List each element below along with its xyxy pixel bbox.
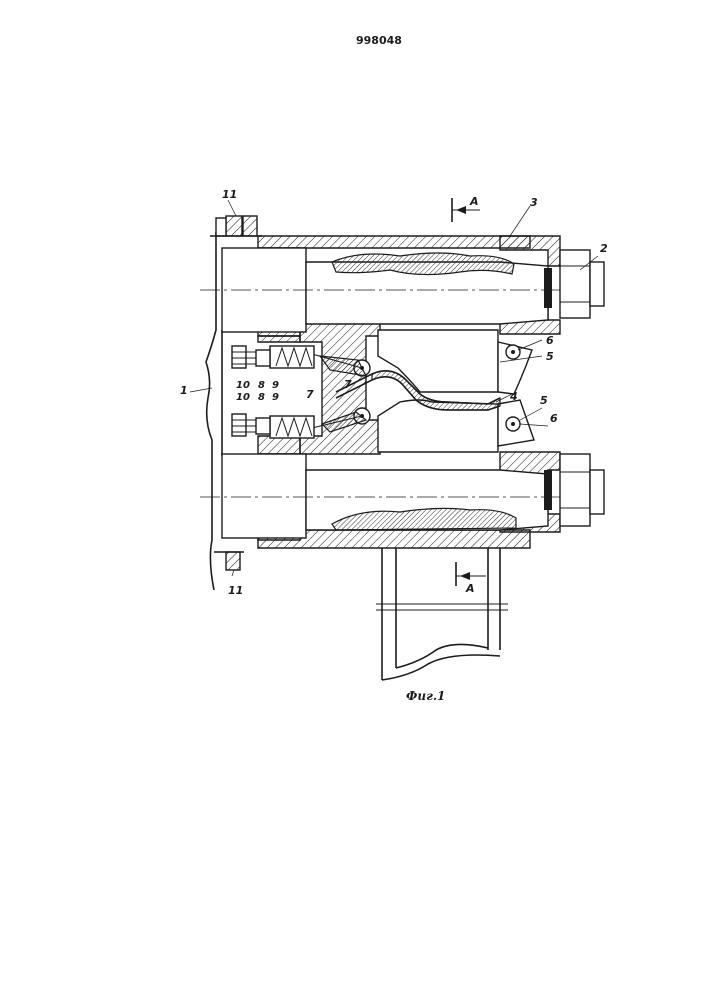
screw-10-lower xyxy=(232,414,256,436)
screw-10-upper xyxy=(232,346,256,368)
label-5b: 5 xyxy=(540,394,548,407)
label-4: 4 xyxy=(509,390,518,403)
label-8a: 8 xyxy=(258,380,265,391)
upper-shaft xyxy=(200,248,600,332)
label-10b: 10 xyxy=(236,392,250,403)
figure-caption: Фиг.1 xyxy=(406,689,445,703)
spring-9-lower xyxy=(270,416,314,438)
label-1: 1 xyxy=(180,384,188,397)
spring-9-upper xyxy=(270,346,314,368)
shaft-base-1 xyxy=(206,232,222,590)
patent-number: 998048 xyxy=(356,34,402,47)
flange-nut-bottom xyxy=(214,552,244,570)
section-marker-bottom: А xyxy=(456,562,486,595)
label-11b: 11 xyxy=(228,584,243,597)
pin-6-lower xyxy=(506,417,520,431)
label-3: 3 xyxy=(530,196,538,209)
section-label-top: А xyxy=(469,195,479,208)
label-6a: 6 xyxy=(546,334,554,347)
label-9b: 9 xyxy=(272,392,279,403)
label-2: 2 xyxy=(600,242,608,255)
pin-6-upper xyxy=(506,345,520,359)
lower-bracket xyxy=(376,548,508,680)
section-marker-top: А xyxy=(452,195,480,222)
plunger-8-lower xyxy=(256,418,270,434)
label-10a: 10 xyxy=(236,380,250,391)
flange-nut-top xyxy=(210,216,262,236)
label-9a: 9 xyxy=(272,380,279,391)
label-8b: 8 xyxy=(258,392,265,403)
label-7b: 7 xyxy=(306,388,314,401)
label-6b: 6 xyxy=(550,412,558,425)
label-11a: 11 xyxy=(222,188,237,201)
plunger-8-upper xyxy=(256,350,270,366)
section-label-bottom: А xyxy=(465,582,475,595)
block-5-upper xyxy=(378,330,532,394)
label-5a: 5 xyxy=(546,350,554,363)
label-7a: 7 xyxy=(344,378,352,391)
